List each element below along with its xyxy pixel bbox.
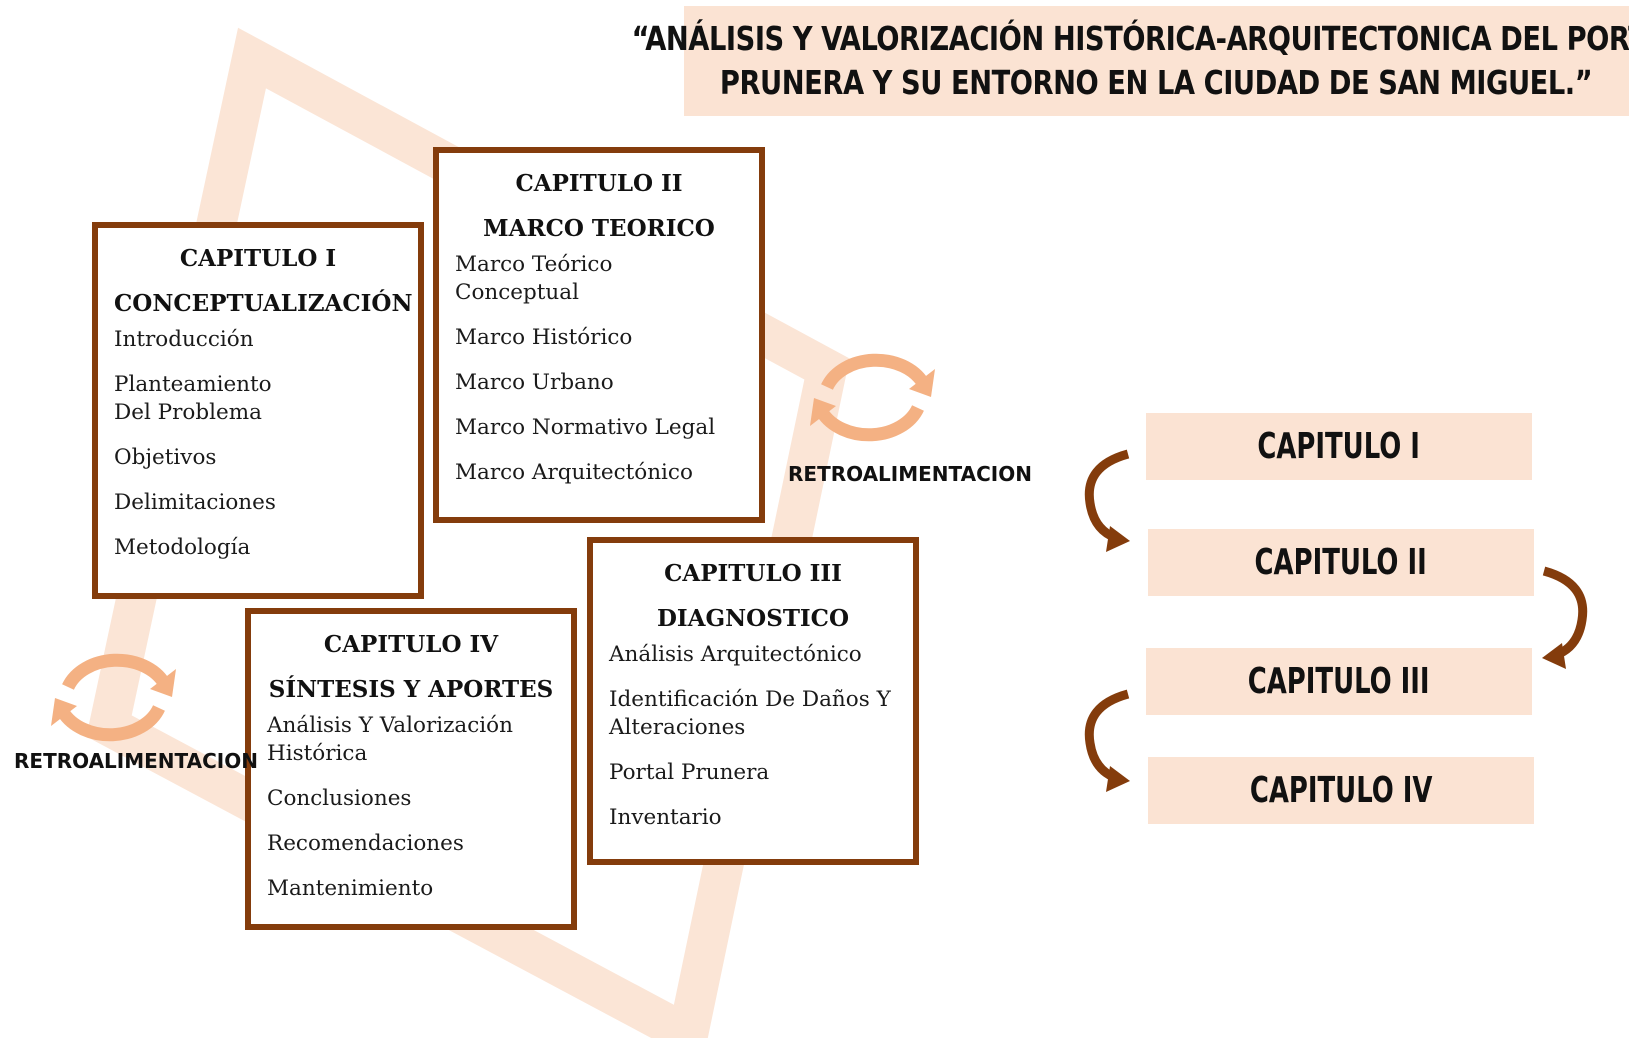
chapter-item: Inventario (609, 805, 722, 830)
chapter-items: Marco Teórico Conceptual Marco Histórico… (455, 251, 743, 487)
chapter-item: Planteamiento Del Problema (114, 372, 272, 425)
chapter-item: Marco Histórico (455, 325, 633, 350)
flow-step-4: CAPITULO IV (1148, 757, 1534, 824)
chapter-label: CAPITULO II (515, 170, 683, 197)
chapter-item: Marco Teórico Conceptual (455, 252, 613, 305)
chapter-item: Conclusiones (267, 786, 412, 811)
chapter-box-2: CAPITULO II MARCO TEORICO Marco Teórico … (433, 147, 765, 523)
flow-step-3: CAPITULO III (1146, 648, 1532, 715)
chapter-item: Objetivos (114, 445, 217, 470)
chapter-box-4: CAPITULO IV SÍNTESIS Y APORTES Análisis … (245, 608, 577, 930)
flow-step-label: CAPITULO IV (1249, 770, 1433, 811)
cycle-arrows-icon (810, 353, 935, 442)
chapter-item: Portal Prunera (609, 760, 770, 785)
chapter-item: Mantenimiento (267, 876, 434, 901)
chapter-subtitle: DIAGNOSTICO (656, 605, 850, 632)
chapter-item: Marco Arquitectónico (455, 460, 693, 485)
title-line-1: “ANÁLISIS Y VALORIZACIÓN HISTÓRICA-ARQUI… (631, 19, 1629, 58)
flow-step-2: CAPITULO II (1148, 529, 1534, 596)
chapter-subtitle: CONCEPTUALIZACIÓN (114, 290, 413, 317)
feedback-label: RETROALIMENTACION (14, 749, 258, 773)
cycle-arrows-icon (51, 653, 176, 742)
title-line-2: PRUNERA Y SU ENTORNO EN LA CIUDAD DE SAN… (720, 63, 1593, 102)
chapter-item: Análisis Y Valorización Histórica (267, 713, 513, 766)
chapter-item: Delimitaciones (114, 490, 276, 515)
flow-step-label: CAPITULO II (1254, 542, 1428, 583)
chapter-box-3: CAPITULO III DIAGNOSTICO Análisis Arquit… (587, 537, 919, 865)
chapter-item: Recomendaciones (267, 831, 464, 856)
chapter-box-1: CAPITULO I CONCEPTUALIZACIÓN Introducció… (92, 222, 424, 599)
feedback-label: RETROALIMENTACION (788, 462, 1032, 486)
chapter-label: CAPITULO III (664, 560, 842, 587)
chapter-item: Análisis Arquitectónico (609, 642, 862, 667)
chapter-label: CAPITULO IV (323, 631, 499, 658)
chapter-item: Identificación De Daños Y Alteraciones (609, 687, 891, 740)
chapter-item: Marco Urbano (455, 370, 614, 395)
chapter-subtitle: SÍNTESIS Y APORTES (268, 676, 554, 703)
flow-step-1: CAPITULO I (1146, 413, 1532, 480)
curved-arrow-icon (1084, 689, 1130, 792)
title-banner: “ANÁLISIS Y VALORIZACIÓN HISTÓRICA-ARQUI… (632, 6, 1629, 116)
flow-step-label: CAPITULO I (1257, 426, 1421, 467)
chapter-item: Metodología (114, 535, 251, 560)
chapter-items: Introducción Planteamiento Del Problema … (114, 326, 402, 562)
curved-arrow-icon (1542, 566, 1588, 669)
chapter-subtitle: MARCO TEORICO (483, 215, 715, 242)
chapter-item: Marco Normativo Legal (455, 415, 716, 440)
chapter-items: Análisis Arquitectónico Identificación D… (609, 641, 897, 832)
chapter-item: Introducción (114, 327, 254, 352)
chapter-label: CAPITULO I (179, 245, 337, 272)
flow-step-label: CAPITULO III (1248, 661, 1430, 702)
chapter-items: Análisis Y Valorización Histórica Conclu… (267, 712, 555, 903)
curved-arrow-icon (1084, 449, 1130, 552)
